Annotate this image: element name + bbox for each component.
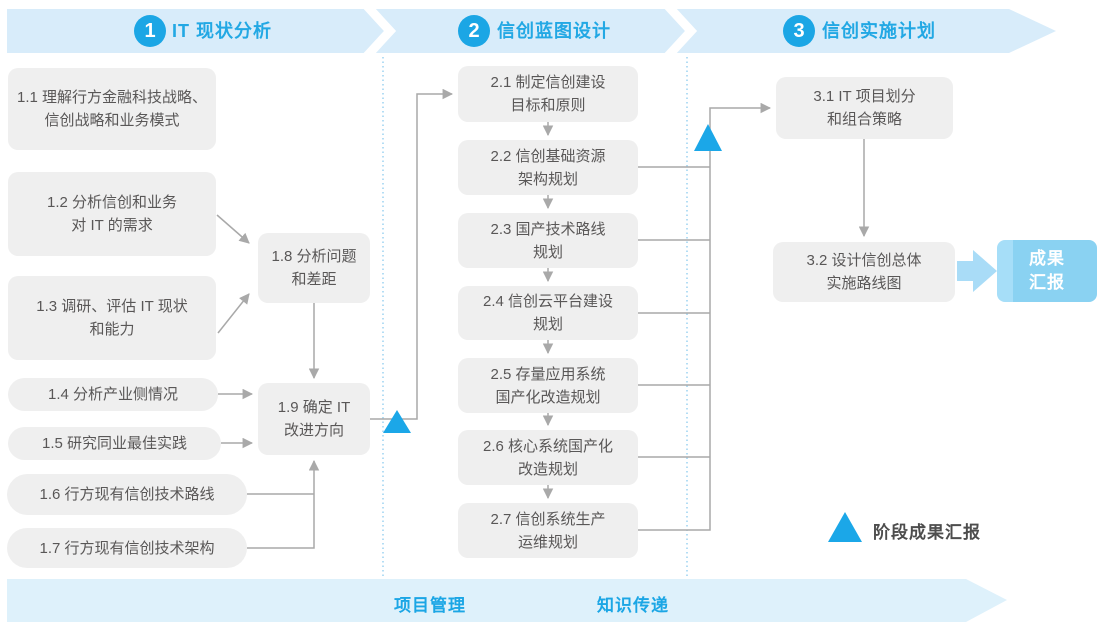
phase-report-marker-icon (383, 410, 411, 433)
step-box-2-2: 2.2 信创基础资源 架构规划 (458, 140, 638, 195)
step-box-1-4: 1.4 分析产业侧情况 (8, 378, 218, 411)
phase-3-title: 信创实施计划 (822, 21, 936, 41)
phase-1-number-badge: 1 (134, 15, 166, 47)
legend-triangle-icon (828, 512, 862, 542)
step-box-2-6: 2.6 核心系统国产化 改造规划 (458, 430, 638, 485)
result-report-box: 成果 汇报 (997, 240, 1097, 302)
phase-divider-chevron-icon (363, 2, 397, 60)
phase-2-number-badge: 2 (458, 15, 490, 47)
phase-report-marker-icon (694, 124, 722, 151)
phase-3-number-badge: 3 (783, 15, 815, 47)
step-box-2-4: 2.4 信创云平台建设 规划 (458, 286, 638, 340)
step-box-3-2: 3.2 设计信创总体 实施路线图 (773, 242, 955, 302)
step-box-1-2: 1.2 分析信创和业务 对 IT 的需求 (8, 172, 216, 256)
step-box-1-5: 1.5 研究同业最佳实践 (8, 427, 221, 460)
step-box-1-8: 1.8 分析问题 和差距 (258, 233, 370, 303)
step-box-2-5: 2.5 存量应用系统 国产化改造规划 (458, 358, 638, 413)
phase-1-title: IT 现状分析 (172, 21, 272, 41)
phase-separator-dotted-lines (382, 57, 688, 576)
support-ribbon (7, 579, 1007, 622)
result-arrow-icon (957, 250, 997, 292)
legend-label: 阶段成果汇报 (873, 523, 981, 542)
step-box-1-9: 1.9 确定 IT 改进方向 (258, 383, 370, 455)
step-box-2-1: 2.1 制定信创建设 目标和原则 (458, 66, 638, 122)
step-box-1-7: 1.7 行方现有信创技术架构 (7, 528, 247, 568)
step-box-1-1: 1.1 理解行方金融科技战略、 信创战略和业务模式 (8, 68, 216, 150)
step-box-2-7: 2.7 信创系统生产 运维规划 (458, 503, 638, 558)
bottom-bar-project-management: 项目管理 (394, 596, 466, 615)
step-box-1-6: 1.6 行方现有信创技术路线 (7, 474, 247, 515)
bottom-bar-knowledge-transfer: 知识传递 (597, 596, 669, 615)
phase-divider-chevron-icon (664, 2, 698, 60)
step-box-3-1: 3.1 IT 项目划分 和组合策略 (776, 77, 953, 139)
step-box-2-3: 2.3 国产技术路线 规划 (458, 213, 638, 268)
phase-2-title: 信创蓝图设计 (497, 21, 611, 41)
step-box-1-3: 1.3 调研、评估 IT 现状 和能力 (8, 276, 216, 360)
